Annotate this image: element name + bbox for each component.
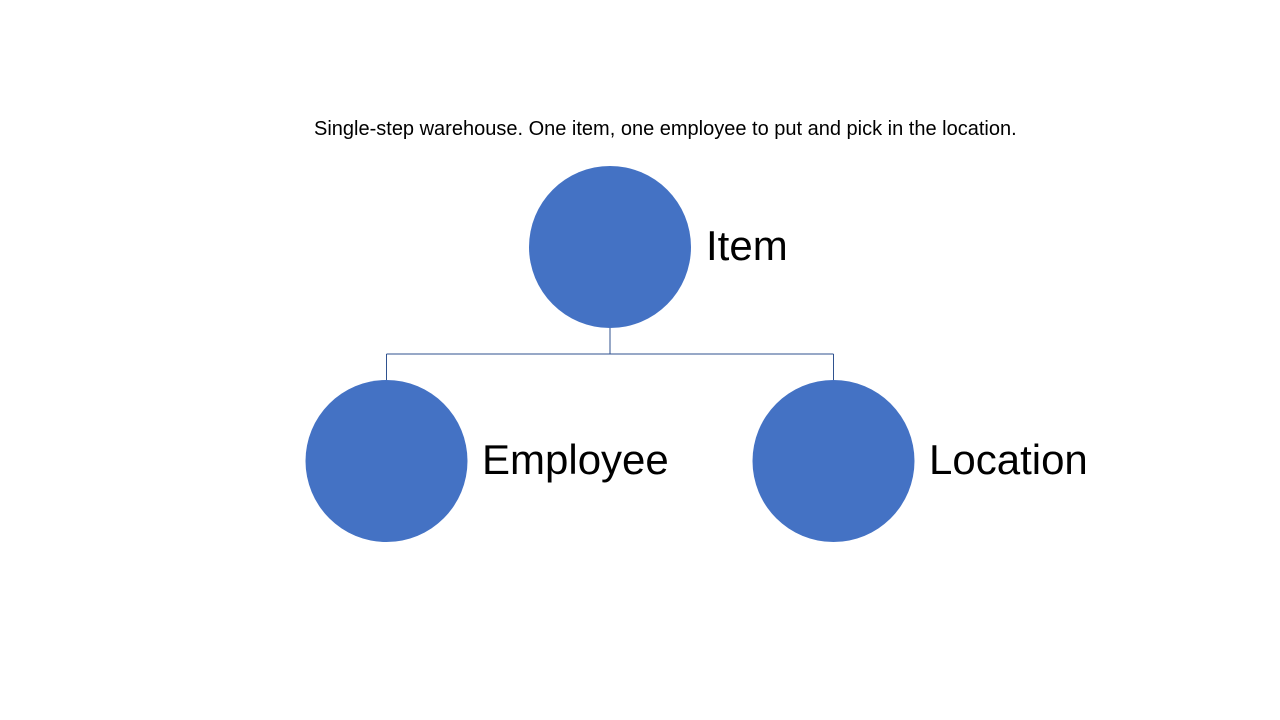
diagram-caption: Single-step warehouse. One item, one emp… <box>314 118 1017 140</box>
employee-node-circle <box>305 380 468 542</box>
employee-node-label: Employee <box>482 436 669 483</box>
item-node-label: Item <box>706 222 788 269</box>
location-node-circle <box>752 380 915 542</box>
item-node-circle <box>529 166 691 328</box>
location-node-label: Location <box>929 436 1088 483</box>
connector-lines <box>386 328 834 380</box>
